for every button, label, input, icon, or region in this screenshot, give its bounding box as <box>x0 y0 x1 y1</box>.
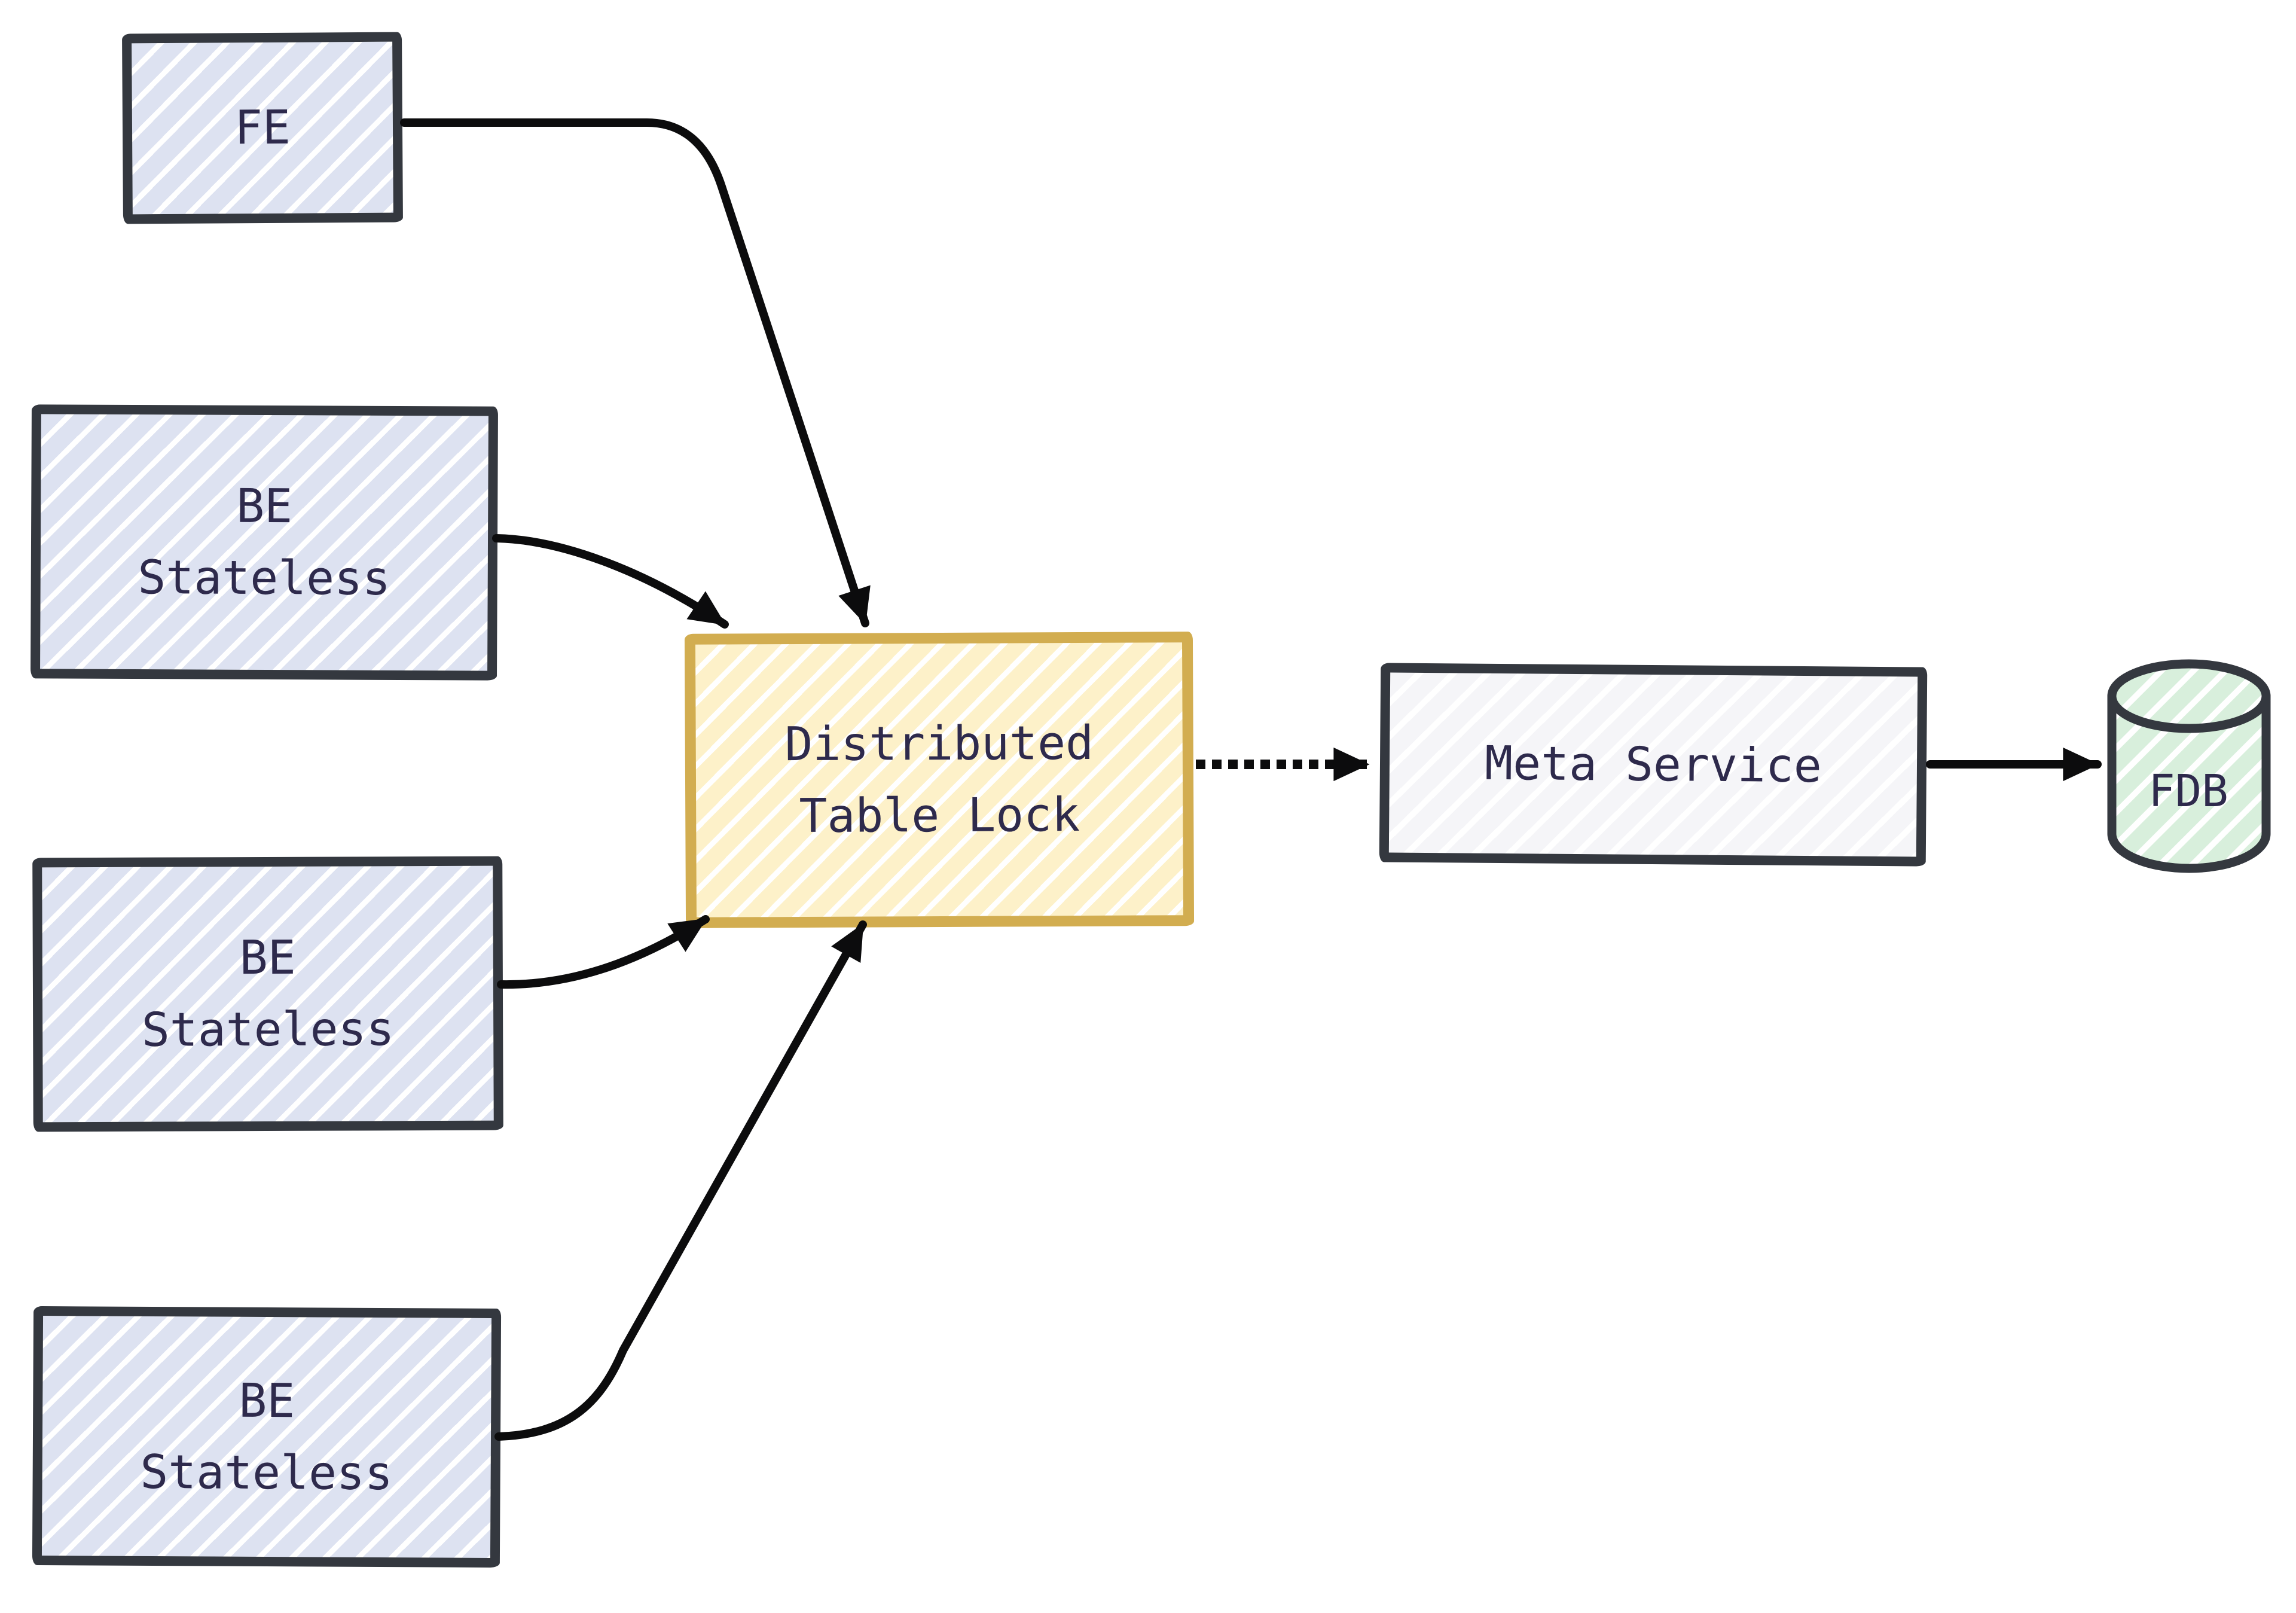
node-be-stateless-3: BE Stateless <box>32 1306 502 1568</box>
node-be1-label-line2: Stateless <box>138 551 391 606</box>
node-fdb-label: FDB <box>2148 766 2228 817</box>
node-dtl-label-line2: Table Lock <box>799 788 1080 844</box>
node-dtl-label-line1: Distributed <box>784 716 1094 772</box>
node-meta-service: Meta Service <box>1379 663 1928 867</box>
edge-be1-to-table-lock <box>492 534 729 629</box>
node-be2-label-line1: BE <box>239 931 296 986</box>
edge-be2-to-table-lock <box>497 915 710 989</box>
node-meta-label: Meta Service <box>1484 736 1822 793</box>
node-be-stateless-1: BE Stateless <box>30 404 498 681</box>
node-be-stateless-2: BE Stateless <box>32 856 503 1132</box>
node-be2-label-line2: Stateless <box>141 1002 395 1057</box>
fdb-cylinder-top <box>2107 659 2271 733</box>
node-be3-label-line2: Stateless <box>140 1445 393 1501</box>
node-be1-label-line1: BE <box>236 479 293 534</box>
node-fe: FE <box>122 32 403 224</box>
node-fdb: FDB <box>2111 766 2266 817</box>
edge-be3-to-table-lock <box>494 920 867 1441</box>
node-be3-label-line1: BE <box>239 1374 295 1428</box>
node-fe-label: FE <box>234 100 291 155</box>
node-distributed-table-lock: Distributed Table Lock <box>684 632 1195 928</box>
